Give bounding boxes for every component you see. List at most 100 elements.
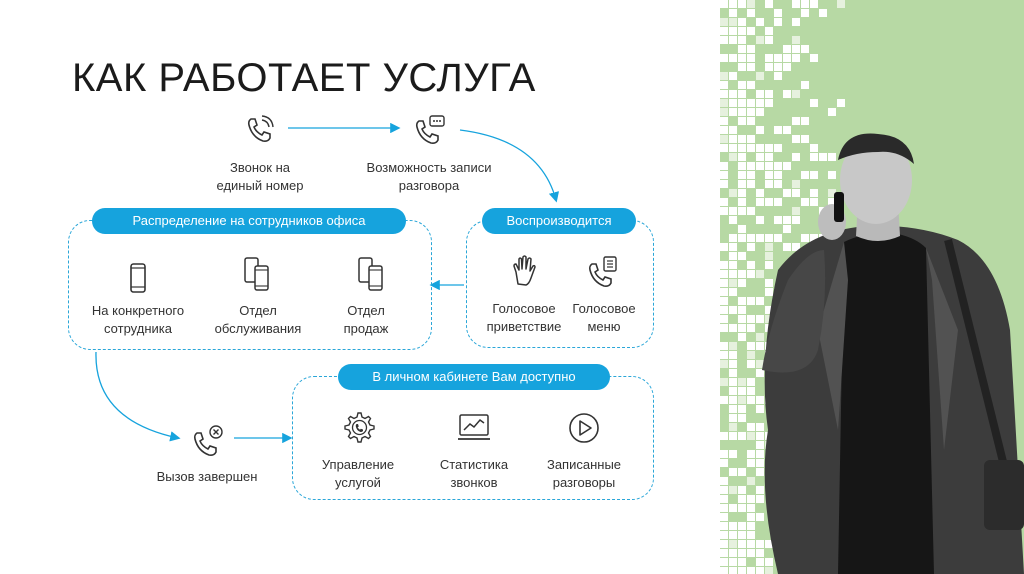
pixel-square [738, 567, 746, 574]
cabinet-header: В личном кабинете Вам доступно [338, 364, 610, 390]
pixel-square [765, 63, 773, 71]
pixel-square [720, 306, 728, 314]
pixel-square [729, 252, 737, 260]
pixel-square [720, 477, 728, 485]
pixel-square [738, 549, 746, 557]
step-call-label: Звонок на единый номер [204, 159, 316, 195]
pixel-square [747, 27, 755, 35]
pixel-square [738, 378, 746, 386]
pixel-square [783, 54, 791, 62]
pixel-square [729, 486, 737, 494]
pixel-square [720, 315, 728, 323]
pixel-square [738, 324, 746, 332]
pixel-square [801, 45, 809, 53]
pixel-square [720, 540, 728, 548]
pixel-square [729, 153, 737, 161]
pixel-square [720, 162, 728, 170]
pixel-square [720, 288, 728, 296]
pixel-square [729, 549, 737, 557]
pixel-square [729, 405, 737, 413]
pixel-square [738, 297, 746, 305]
pixel-square [738, 468, 746, 476]
pixel-square [738, 234, 746, 242]
pixel-square [738, 387, 746, 395]
pixel-square [738, 54, 746, 62]
pixel-square [738, 432, 746, 440]
cabinet-item-recordings: Записанные разговоры [528, 456, 640, 492]
pixel-square [810, 54, 818, 62]
pixel-square [765, 99, 773, 107]
pixel-square [720, 522, 728, 530]
distribution-item-employee-line1: На конкретного [82, 302, 194, 320]
page-title: КАК РАБОТАЕТ УСЛУГА [72, 56, 536, 101]
pixel-square [729, 99, 737, 107]
pixel-square [720, 198, 728, 206]
step-record-label: Возможность записи разговора [354, 159, 504, 195]
pixel-square [720, 81, 728, 89]
pixel-square [756, 18, 764, 26]
man-on-phone-photo [748, 130, 1024, 574]
pixel-square [747, 45, 755, 53]
pixel-square [720, 396, 728, 404]
pixel-square [738, 558, 746, 566]
cabinet-item-statistics: Статистика звонков [418, 456, 530, 492]
distribution-header: Распределение на сотрудников офиса [92, 208, 406, 234]
pixel-square [729, 108, 737, 116]
pixel-square [729, 378, 737, 386]
pixel-square [729, 144, 737, 152]
pixel-square [756, 90, 764, 98]
pixel-square [765, 54, 773, 62]
pixel-square [792, 18, 800, 26]
pixel-square [792, 36, 800, 44]
pixel-square [738, 252, 746, 260]
cabinet-item-management-line2: услугой [302, 474, 414, 492]
pixel-square [720, 243, 728, 251]
pixel-square [738, 108, 746, 116]
pixel-square [738, 144, 746, 152]
pixel-square [756, 36, 764, 44]
distribution-item-sales-line2: продаж [310, 320, 422, 338]
pixel-square [747, 99, 755, 107]
pixel-square [828, 108, 836, 116]
step-call-line1: Звонок на [204, 159, 316, 177]
pixel-square [747, 81, 755, 89]
step-ended-label: Вызов завершен [148, 468, 266, 486]
cabinet-item-recordings-line2: разговоры [528, 474, 640, 492]
pixel-square [810, 99, 818, 107]
pixel-square [729, 207, 737, 215]
pixel-square [729, 414, 737, 422]
pixel-square [720, 270, 728, 278]
step-record-line2: разговора [354, 177, 504, 195]
pixel-square [729, 387, 737, 395]
pixel-square [729, 9, 737, 17]
pixel-square [720, 0, 728, 8]
cabinet-item-management-line1: Управление [302, 456, 414, 474]
pixel-square [729, 450, 737, 458]
pixel-square [720, 549, 728, 557]
pixel-square [738, 495, 746, 503]
pixel-square [738, 18, 746, 26]
pixel-square [720, 108, 728, 116]
pixel-square [720, 99, 728, 107]
pixel-square [729, 351, 737, 359]
pixel-square [738, 171, 746, 179]
pixel-square [720, 18, 728, 26]
phone-menu-icon [586, 254, 622, 290]
pixel-square [792, 45, 800, 53]
pixel-square [774, 72, 782, 80]
pixel-square [729, 189, 737, 197]
playback-item-menu-line1: Голосовое [556, 300, 652, 318]
step-call-line2: единый номер [204, 177, 316, 195]
pixel-square [729, 423, 737, 431]
pixel-square [729, 369, 737, 377]
distribution-item-employee-line2: сотрудника [82, 320, 194, 338]
pixel-square [720, 117, 728, 125]
pixel-square [738, 405, 746, 413]
pixel-square [720, 180, 728, 188]
pixel-square [756, 108, 764, 116]
pixel-square [738, 90, 746, 98]
cabinet-item-recordings-line1: Записанные [528, 456, 640, 474]
pixel-square [720, 351, 728, 359]
pixel-square [738, 270, 746, 278]
pixel-square [738, 198, 746, 206]
